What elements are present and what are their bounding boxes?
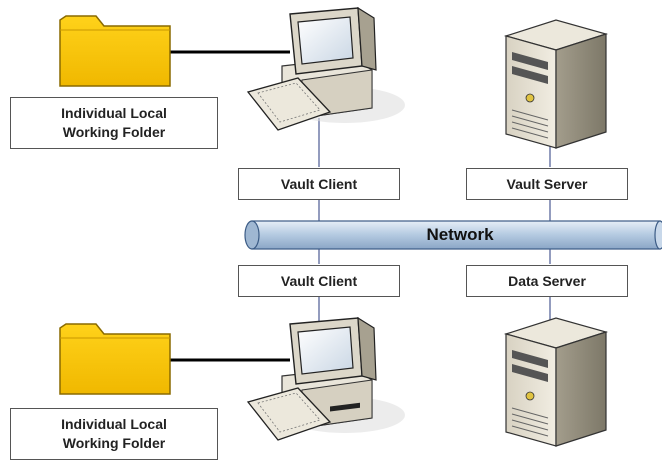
- workstation-icon-bottom: [246, 316, 405, 441]
- data-server-label: Data Server: [466, 265, 628, 297]
- network-label: Network: [426, 225, 494, 244]
- folder-label-bottom: Individual Local Working Folder: [10, 408, 218, 460]
- folder-label-top: Individual Local Working Folder: [10, 97, 218, 149]
- vault-server-label: Vault Server: [466, 168, 628, 200]
- workstation-icon-top: [246, 6, 405, 131]
- server-icon-vault: [503, 19, 609, 149]
- server-icon-data: [503, 317, 609, 447]
- network-bus: [244, 220, 662, 250]
- folder-icon-top: [59, 15, 171, 87]
- folder-icon-bottom: [59, 323, 171, 395]
- vault-client-label-top: Vault Client: [238, 168, 400, 200]
- vault-client-label-bottom: Vault Client: [238, 265, 400, 297]
